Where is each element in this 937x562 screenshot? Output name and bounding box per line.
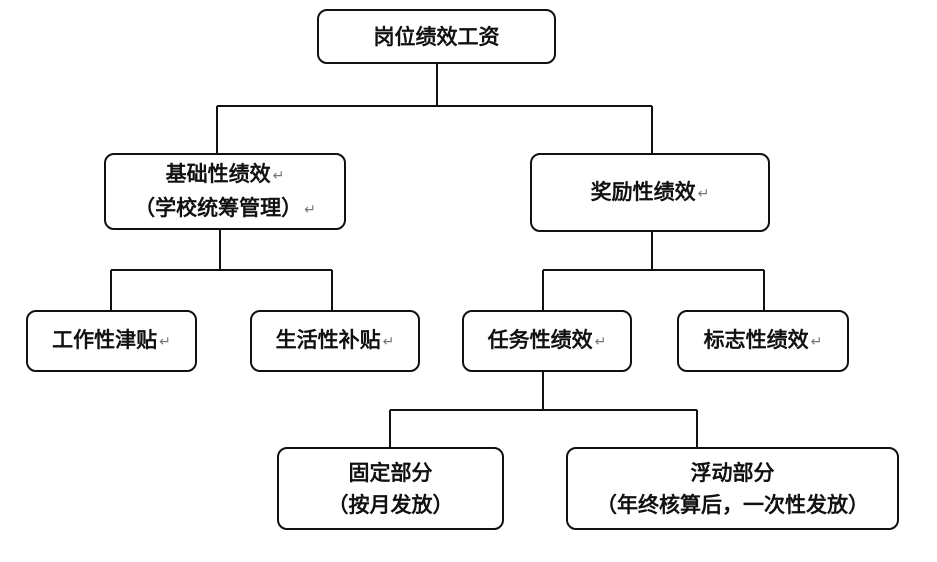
- fixed-part-label: 固定部分: [348, 460, 433, 485]
- task-performance-label: 任务性绩效: [487, 328, 593, 352]
- connector-incentive: [542, 232, 765, 310]
- living-allowance-line: 生活性补贴↵: [276, 324, 395, 358]
- basic-performance-line-1: 基础性绩效↵: [166, 158, 285, 192]
- work-allowance-label: 工作性津贴: [52, 328, 158, 352]
- incentive-performance-node: 奖励性绩效↵: [530, 153, 770, 232]
- return-mark: ↵: [272, 167, 285, 184]
- return-mark: ↵: [594, 334, 607, 350]
- root-node: 岗位绩效工资: [317, 9, 556, 64]
- basic-performance-line-2: （学校统筹管理）↵: [134, 192, 316, 226]
- work-allowance-node: 工作性津贴↵: [26, 310, 197, 372]
- task-performance-line: 任务性绩效↵: [488, 324, 607, 358]
- return-mark: ↵: [810, 334, 823, 350]
- return-mark: ↵: [159, 334, 171, 350]
- connector-task: [389, 372, 698, 447]
- floating-part-label: 浮动部分: [690, 460, 775, 485]
- root-label: 岗位绩效工资: [373, 24, 500, 49]
- symbolic-performance-line: 标志性绩效↵: [704, 324, 823, 358]
- floating-part-sublabel: （年终核算后，一次性发放）: [596, 492, 869, 517]
- basic-performance-label: 基础性绩效: [165, 161, 271, 186]
- return-mark: ↵: [304, 201, 316, 218]
- floating-part-node: 浮动部分 （年终核算后，一次性发放）: [566, 447, 899, 530]
- symbolic-performance-node: 标志性绩效↵: [677, 310, 849, 372]
- task-performance-node: 任务性绩效↵: [462, 310, 632, 372]
- work-allowance-line: 工作性津贴↵: [52, 324, 171, 358]
- incentive-performance-label: 奖励性绩效: [590, 179, 696, 204]
- return-mark: ↵: [697, 185, 710, 202]
- fixed-part-node: 固定部分 （按月发放）: [277, 447, 504, 530]
- basic-performance-node: 基础性绩效↵ （学校统筹管理）↵: [104, 153, 346, 230]
- symbolic-performance-label: 标志性绩效: [703, 328, 809, 352]
- return-mark: ↵: [382, 334, 395, 350]
- fixed-part-sublabel: （按月发放）: [327, 492, 454, 517]
- connector-basic: [110, 230, 333, 310]
- living-allowance-label: 生活性补贴: [275, 328, 381, 352]
- basic-performance-sublabel: （学校统筹管理）: [134, 195, 303, 220]
- incentive-performance-line: 奖励性绩效↵: [591, 176, 710, 210]
- connector-root: [216, 64, 653, 153]
- living-allowance-node: 生活性补贴↵: [250, 310, 420, 372]
